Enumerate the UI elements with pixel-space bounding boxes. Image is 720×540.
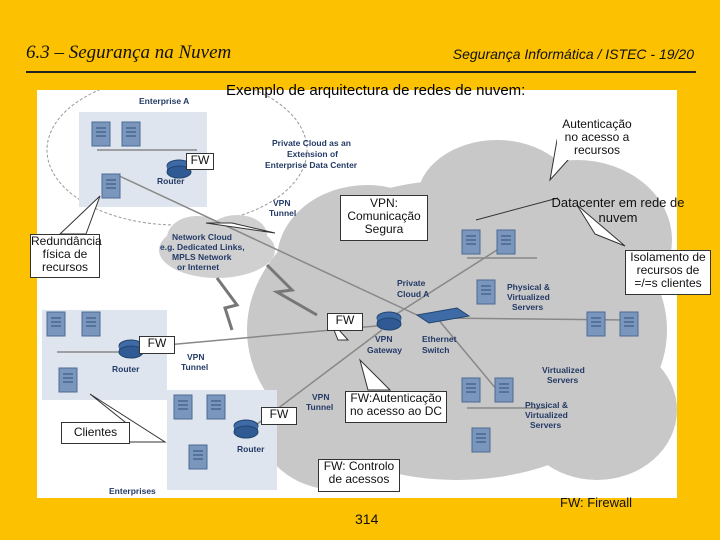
servers-label: Virtualized <box>542 365 585 375</box>
router-label: Router <box>112 364 140 374</box>
server-icon <box>81 311 101 337</box>
course-label: Segurança Informática / ISTEC - 19/20 <box>452 46 694 62</box>
server-icon <box>121 121 141 147</box>
vpn-gateway-icon <box>376 311 402 331</box>
network-cloud-label: MPLS Network <box>172 252 232 262</box>
server-icon <box>173 394 193 420</box>
enterprise-a-boundary <box>46 90 308 226</box>
servers-label: Servers <box>530 420 561 430</box>
legend-firewall: FW: Firewall <box>560 495 632 510</box>
servers-label: Virtualized <box>525 410 568 420</box>
server-icon <box>91 121 111 147</box>
enterprises-label: Enterprises <box>109 486 156 496</box>
server-icon <box>619 311 639 337</box>
servers-label: Servers <box>512 302 543 312</box>
private-cloud-text: Extension of <box>287 149 338 159</box>
ethernet-switch-icon <box>415 307 471 324</box>
vpn-tunnel-label: VPN <box>187 352 204 362</box>
network-cloud-label: or Internet <box>177 262 219 272</box>
callout-auth: Autenticação no acesso a recursos <box>557 118 637 160</box>
private-cloud-a-label: Private <box>397 278 426 288</box>
server-icon <box>476 279 496 305</box>
callout-redundancy: Redundância física de recursos <box>30 234 102 278</box>
private-cloud-text: Private Cloud as an <box>272 138 351 148</box>
callout-clients: Clientes <box>61 422 130 444</box>
callout-fw-gateway: FW <box>327 313 363 331</box>
callout-vpn: VPN: Comunicação Segura <box>340 195 428 241</box>
callout-datacenter: Datacenter em rede de nuvem <box>551 195 685 225</box>
server-icon <box>494 377 514 403</box>
header-divider <box>26 71 696 73</box>
server-icon <box>586 311 606 337</box>
vpn-gateway-label: VPN <box>375 334 392 344</box>
router-label: Router <box>237 444 265 454</box>
network-cloud-label: Network Cloud <box>172 232 232 242</box>
private-cloud-a-label: Cloud A <box>397 289 429 299</box>
server-icon <box>46 311 66 337</box>
vpn-tunnel-label: Tunnel <box>181 362 208 372</box>
callout-fw-control: FW: Controlo de acessos <box>318 459 400 492</box>
servers-label: Servers <box>547 375 578 385</box>
servers-label: Physical & <box>525 400 568 410</box>
enterprise-a-label: Enterprise A <box>139 96 189 106</box>
server-icon <box>206 394 226 420</box>
server-icon <box>188 444 208 470</box>
page-number: 314 <box>355 511 379 527</box>
slide-title: 6.3 – Segurança na Nuvem <box>26 42 232 63</box>
diagram-subtitle: Exemplo de arquitectura de redes de nuve… <box>226 82 526 99</box>
vpn-tunnel-label: Tunnel <box>269 208 296 218</box>
vpn-bolt <box>265 263 318 317</box>
callout-fw-top: FW <box>186 153 214 170</box>
vpn-tunnel-label: VPN <box>312 392 329 402</box>
server-icon <box>58 367 78 393</box>
server-icon <box>461 377 481 403</box>
callout-isolation: Isolamento de recursos de =/=s clientes <box>625 250 711 295</box>
vpn-gateway-label: Gateway <box>367 345 402 355</box>
ethernet-switch-label: Switch <box>422 345 449 355</box>
private-cloud-text: Enterprise Data Center <box>265 160 358 170</box>
vpn-bolt <box>215 277 240 331</box>
callout-fw-auth: FW:Autenticação no acesso ao DC <box>345 391 447 423</box>
vpn-tunnel-label: Tunnel <box>306 402 333 412</box>
callout-fw-left: FW <box>139 336 175 354</box>
router-icon <box>233 419 259 439</box>
network-cloud-label: e.g. Dedicated Links, <box>160 242 245 252</box>
router-label: Router <box>157 176 185 186</box>
callout-fw-bottom: FW <box>261 407 297 425</box>
server-icon <box>101 173 121 199</box>
server-icon <box>471 427 491 453</box>
servers-label: Physical & <box>507 282 550 292</box>
vpn-tunnel-label: VPN <box>273 198 290 208</box>
servers-label: Virtualized <box>507 292 550 302</box>
ethernet-switch-label: Ethernet <box>422 334 457 344</box>
server-icon <box>496 229 516 255</box>
server-icon <box>461 229 481 255</box>
